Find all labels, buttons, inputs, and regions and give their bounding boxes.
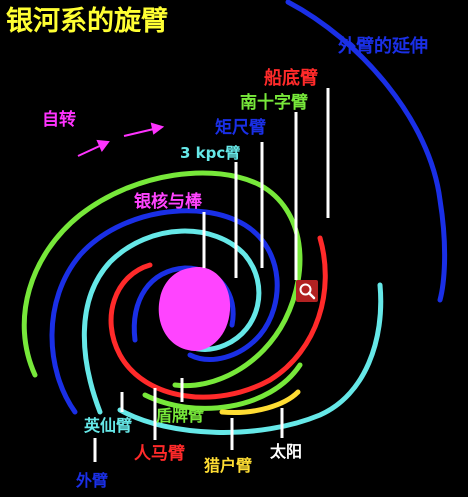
zoom-button[interactable] [296, 280, 318, 302]
perseus-outer-curve [117, 282, 384, 435]
orion-spur-curve [219, 389, 301, 416]
scutum-arm-curve [142, 362, 303, 411]
label-outer-arm: 外臂 [76, 471, 109, 490]
perseus-arm-curve [81, 228, 262, 415]
crux-arm-curve [21, 170, 303, 389]
outer-arm-curve [49, 208, 280, 415]
label-3kpc-arm: 3 kpc臂 [180, 144, 241, 162]
rotation-arrow-left-head [96, 139, 110, 152]
magnifier-icon [299, 283, 316, 300]
label-carina-arm: 船底臂 [264, 68, 318, 89]
label-sagittarius-arm: 人马臂 [134, 444, 185, 464]
label-norma-arm: 矩尺臂 [215, 118, 266, 138]
galactic-core [158, 267, 231, 351]
label-perseus-arm: 英仙臂 [84, 416, 133, 435]
label-core-bar: 银核与棒 [134, 192, 202, 212]
outer-arm-extension-curve [285, 0, 448, 303]
label-outer-extension: 外臂的延伸 [338, 36, 428, 57]
label-rotation: 自转 [42, 110, 76, 130]
diagram-title: 银河系的旋臂 [6, 6, 168, 37]
label-orion-arm: 猎户臂 [204, 456, 253, 475]
label-crux-arm: 南十字臂 [240, 93, 308, 113]
rotation-arrow-right-head [150, 122, 165, 135]
label-sun: 太阳 [270, 442, 303, 461]
label-scutum-arm: 盾牌臂 [156, 406, 205, 425]
carina-arm-curve [108, 235, 328, 400]
rotation-arrows [77, 122, 165, 157]
norma-inner-curve [131, 265, 236, 343]
pointer-lines [93, 88, 330, 462]
